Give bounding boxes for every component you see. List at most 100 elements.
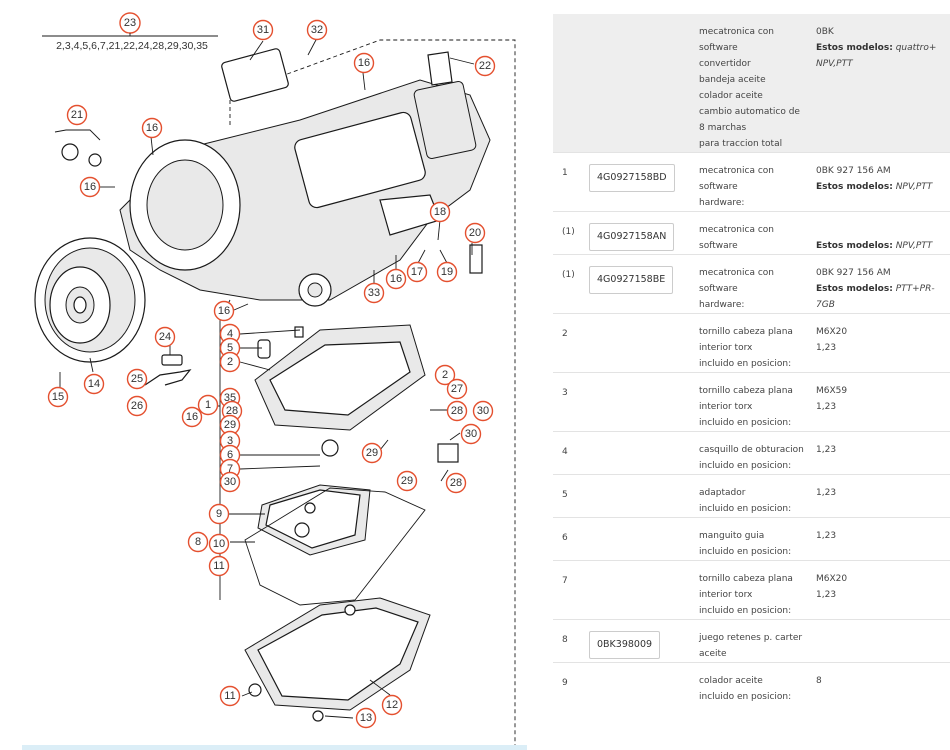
callout-2[interactable]: 2 (219, 351, 241, 373)
callout-label: 4 (227, 328, 233, 340)
callout-29[interactable]: 29 (219, 414, 241, 436)
callout-11[interactable]: 11 (219, 685, 241, 707)
part-number-cell (581, 517, 691, 561)
callout-8[interactable]: 8 (187, 531, 209, 553)
part-number-button[interactable]: 4G0927158BE (589, 266, 674, 294)
callout-15[interactable]: 15 (47, 386, 69, 408)
callout-9[interactable]: 9 (208, 503, 230, 525)
description-line: bandeja aceite (699, 75, 766, 85)
part-number-cell: 4G0927158BD (581, 152, 691, 212)
info-code-line: 0BK 927 156 AM (816, 163, 950, 179)
callout-24[interactable]: 24 (154, 326, 176, 348)
callout-28[interactable]: 28 (446, 400, 468, 422)
info-code-line: 8 (816, 673, 950, 689)
callout-label: 11 (224, 690, 235, 702)
callout-23-group: 23 2,3,4,5,6,7,21,22,24,28,29,30,35 (42, 12, 218, 52)
callout-27[interactable]: 27 (446, 378, 468, 400)
part-number-button[interactable]: 0BK398009 (589, 631, 661, 659)
callout-label: 30 (477, 405, 489, 417)
part-position: 7 (553, 560, 581, 620)
callout-10[interactable]: 10 (208, 533, 230, 555)
callout-21[interactable]: 21 (66, 104, 88, 126)
description-line: software (699, 182, 738, 192)
callout-12[interactable]: 12 (381, 694, 403, 716)
callout-label: 16 (84, 181, 96, 193)
callout-30[interactable]: 30 (472, 400, 494, 422)
callout-22[interactable]: 22 (474, 55, 496, 77)
callout-16[interactable]: 16 (141, 117, 163, 139)
callout-2[interactable]: 2 (434, 364, 456, 386)
callout-30[interactable]: 30 (460, 423, 482, 445)
part-code: M6X20 (816, 327, 848, 337)
description-line: 8 marchas (699, 123, 747, 133)
callout-32[interactable]: 32 (306, 19, 328, 41)
callout-26[interactable]: 26 (126, 395, 148, 417)
exploded-parts-diagram: 23 2,3,4,5,6,7,21,22,24,28,29,30,35 31 32… (34, 12, 516, 745)
info-code-line: M6X20 (816, 324, 950, 340)
part-info: 1,23 (808, 431, 950, 475)
horizontal-scrollbar[interactable] (22, 745, 527, 750)
callout-1[interactable]: 1 (197, 394, 219, 416)
callout-11[interactable]: 11 (208, 555, 230, 577)
part-info (808, 619, 950, 663)
callout-16[interactable]: 16 (353, 52, 375, 74)
callout-28[interactable]: 28 (445, 472, 467, 494)
description-line: colador aceite (699, 676, 763, 686)
description-line: incluido en posicion: (699, 692, 792, 702)
callout-23-list: 2,3,4,5,6,7,21,22,24,28,29,30,35 (56, 40, 208, 52)
description-line: software (699, 241, 738, 251)
callout-18[interactable]: 18 (429, 201, 451, 223)
part-number-button[interactable]: 4G0927158AN (589, 223, 675, 251)
oil-pan-gasket (244, 487, 426, 606)
callout-30[interactable]: 30 (219, 471, 241, 493)
models-line: Estos modelos: NPV,PTT (816, 238, 950, 254)
callout-16[interactable]: 16 (385, 268, 407, 290)
part-number-button[interactable]: 4G0927158BD (589, 164, 675, 192)
callout-33[interactable]: 33 (363, 282, 385, 304)
callout-label: 12 (386, 699, 398, 711)
callout-label: 7 (227, 463, 233, 475)
callout-label: 2 (227, 356, 233, 368)
part-info: 8 (808, 662, 950, 705)
callout-17[interactable]: 17 (406, 261, 428, 283)
callout-19[interactable]: 19 (436, 261, 458, 283)
callout-label: 15 (52, 391, 64, 403)
info-code-line: M6X20 (816, 571, 950, 587)
transmission-housing (119, 79, 491, 307)
callout-16[interactable]: 16 (79, 176, 101, 198)
description-line: para traccion total (699, 139, 783, 149)
callout-25[interactable]: 25 (126, 368, 148, 390)
callout-16[interactable]: 16 (181, 406, 203, 428)
description-line: colador aceite (699, 91, 763, 101)
callout-16[interactable]: 16 (213, 300, 235, 322)
callout-20[interactable]: 20 (464, 222, 486, 244)
callout-label: 13 (360, 712, 372, 724)
callout-13[interactable]: 13 (355, 707, 377, 729)
callout-29[interactable]: 29 (361, 442, 383, 464)
callout-label: 19 (441, 266, 453, 278)
description-line: cambio automatico de (699, 107, 800, 117)
callout-14[interactable]: 14 (83, 373, 105, 395)
part-code: 1,23 (816, 531, 837, 541)
part-info: Estos modelos: NPV,PTT (808, 211, 950, 255)
callout-31[interactable]: 31 (252, 19, 274, 41)
callout-4[interactable]: 4 (219, 323, 241, 345)
callout-29[interactable]: 29 (396, 470, 418, 492)
models-value: PTT+PR-7GB (816, 284, 935, 310)
